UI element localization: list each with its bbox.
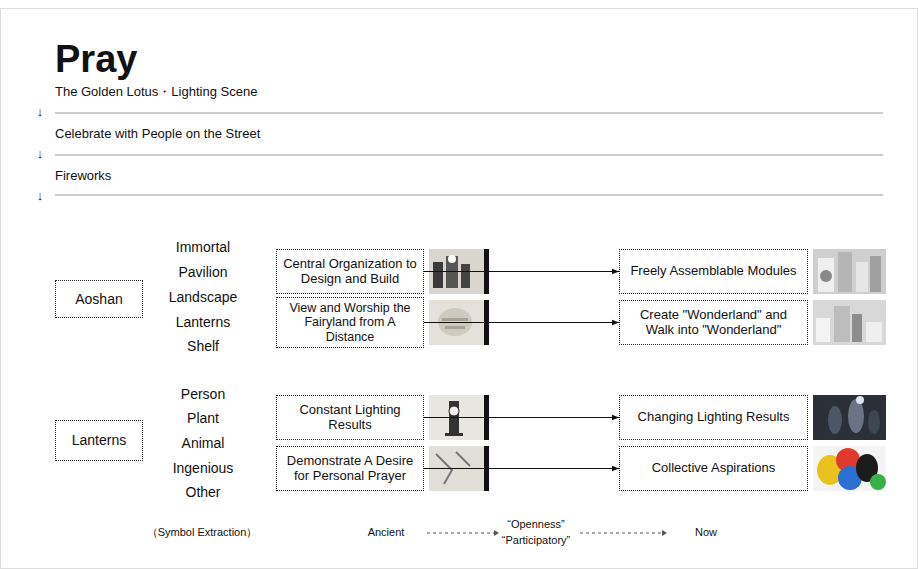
box-text: View and Worship the Fairyland from A Di… [281, 301, 419, 344]
box-text: Constant Lighting Results [281, 403, 419, 433]
process-box: Aoshan [55, 280, 143, 318]
box-text: Freely Assemblable Modules [630, 264, 796, 279]
flow-arrow-glyph: ↓ [37, 188, 44, 204]
text-label: Person [181, 386, 225, 403]
text-label: Pavilion [178, 264, 227, 281]
box-text: Lanterns [72, 432, 126, 448]
box-text: Collective Aspirations [652, 461, 776, 476]
text-label: Fireworks [55, 168, 111, 184]
text-label: Celebrate with People on the Street [55, 126, 260, 142]
text-label: “Participatory” [502, 534, 570, 547]
arrow-connector [424, 271, 619, 272]
arrow-connector [424, 322, 619, 323]
text-label: The Golden Lotus・Lighting Scene [55, 84, 257, 100]
text-label: Plant [187, 410, 219, 427]
text-label: Ingenious [173, 460, 234, 477]
page-frame [1, 9, 918, 569]
text-label: （Symbol Extraction） [147, 526, 258, 539]
process-box: Demonstrate A Desire for Personal Prayer [276, 446, 424, 491]
process-box: Collective Aspirations [619, 446, 808, 491]
text-label: Landscape [169, 289, 238, 306]
flow-arrow-glyph: ↓ [37, 146, 44, 162]
text-label: Ancient [368, 526, 405, 539]
box-text: Create "Wonderland" and Walk into "Wonde… [624, 308, 803, 338]
thumbnail [813, 249, 886, 294]
flow-arrow-glyph: ↓ [37, 104, 44, 120]
box-text: Demonstrate A Desire for Personal Prayer [281, 454, 419, 484]
separator-line [55, 195, 883, 196]
process-box: Constant Lighting Results [276, 395, 424, 440]
process-box: Lanterns [55, 420, 143, 461]
process-box: Changing Lighting Results [619, 395, 808, 440]
arrow-connector [424, 417, 619, 418]
text-label: Immortal [176, 239, 230, 256]
page-title: Pray [55, 40, 137, 78]
text-label: Animal [182, 435, 225, 452]
text-label: Now [695, 526, 717, 539]
thumbnail [813, 395, 886, 440]
timeline-arrow [427, 530, 499, 536]
text-label: Shelf [187, 338, 219, 355]
process-box: Create "Wonderland" and Walk into "Wonde… [619, 300, 808, 345]
text-label: Other [185, 484, 220, 501]
box-text: Aoshan [75, 291, 122, 307]
thumbnail [813, 300, 886, 345]
process-box: View and Worship the Fairyland from A Di… [276, 297, 424, 348]
separator-line [55, 155, 883, 156]
process-box: Central Organization to Design and Build [276, 249, 424, 294]
text-label: “Openness” [507, 518, 564, 531]
text-label: Lanterns [176, 314, 230, 331]
thumbnail [813, 446, 886, 491]
separator-line [55, 113, 883, 114]
box-text: Changing Lighting Results [638, 410, 790, 425]
box-text: Central Organization to Design and Build [281, 257, 419, 287]
timeline-arrow [580, 530, 667, 536]
arrow-connector [424, 468, 619, 469]
process-box: Freely Assemblable Modules [619, 249, 808, 294]
